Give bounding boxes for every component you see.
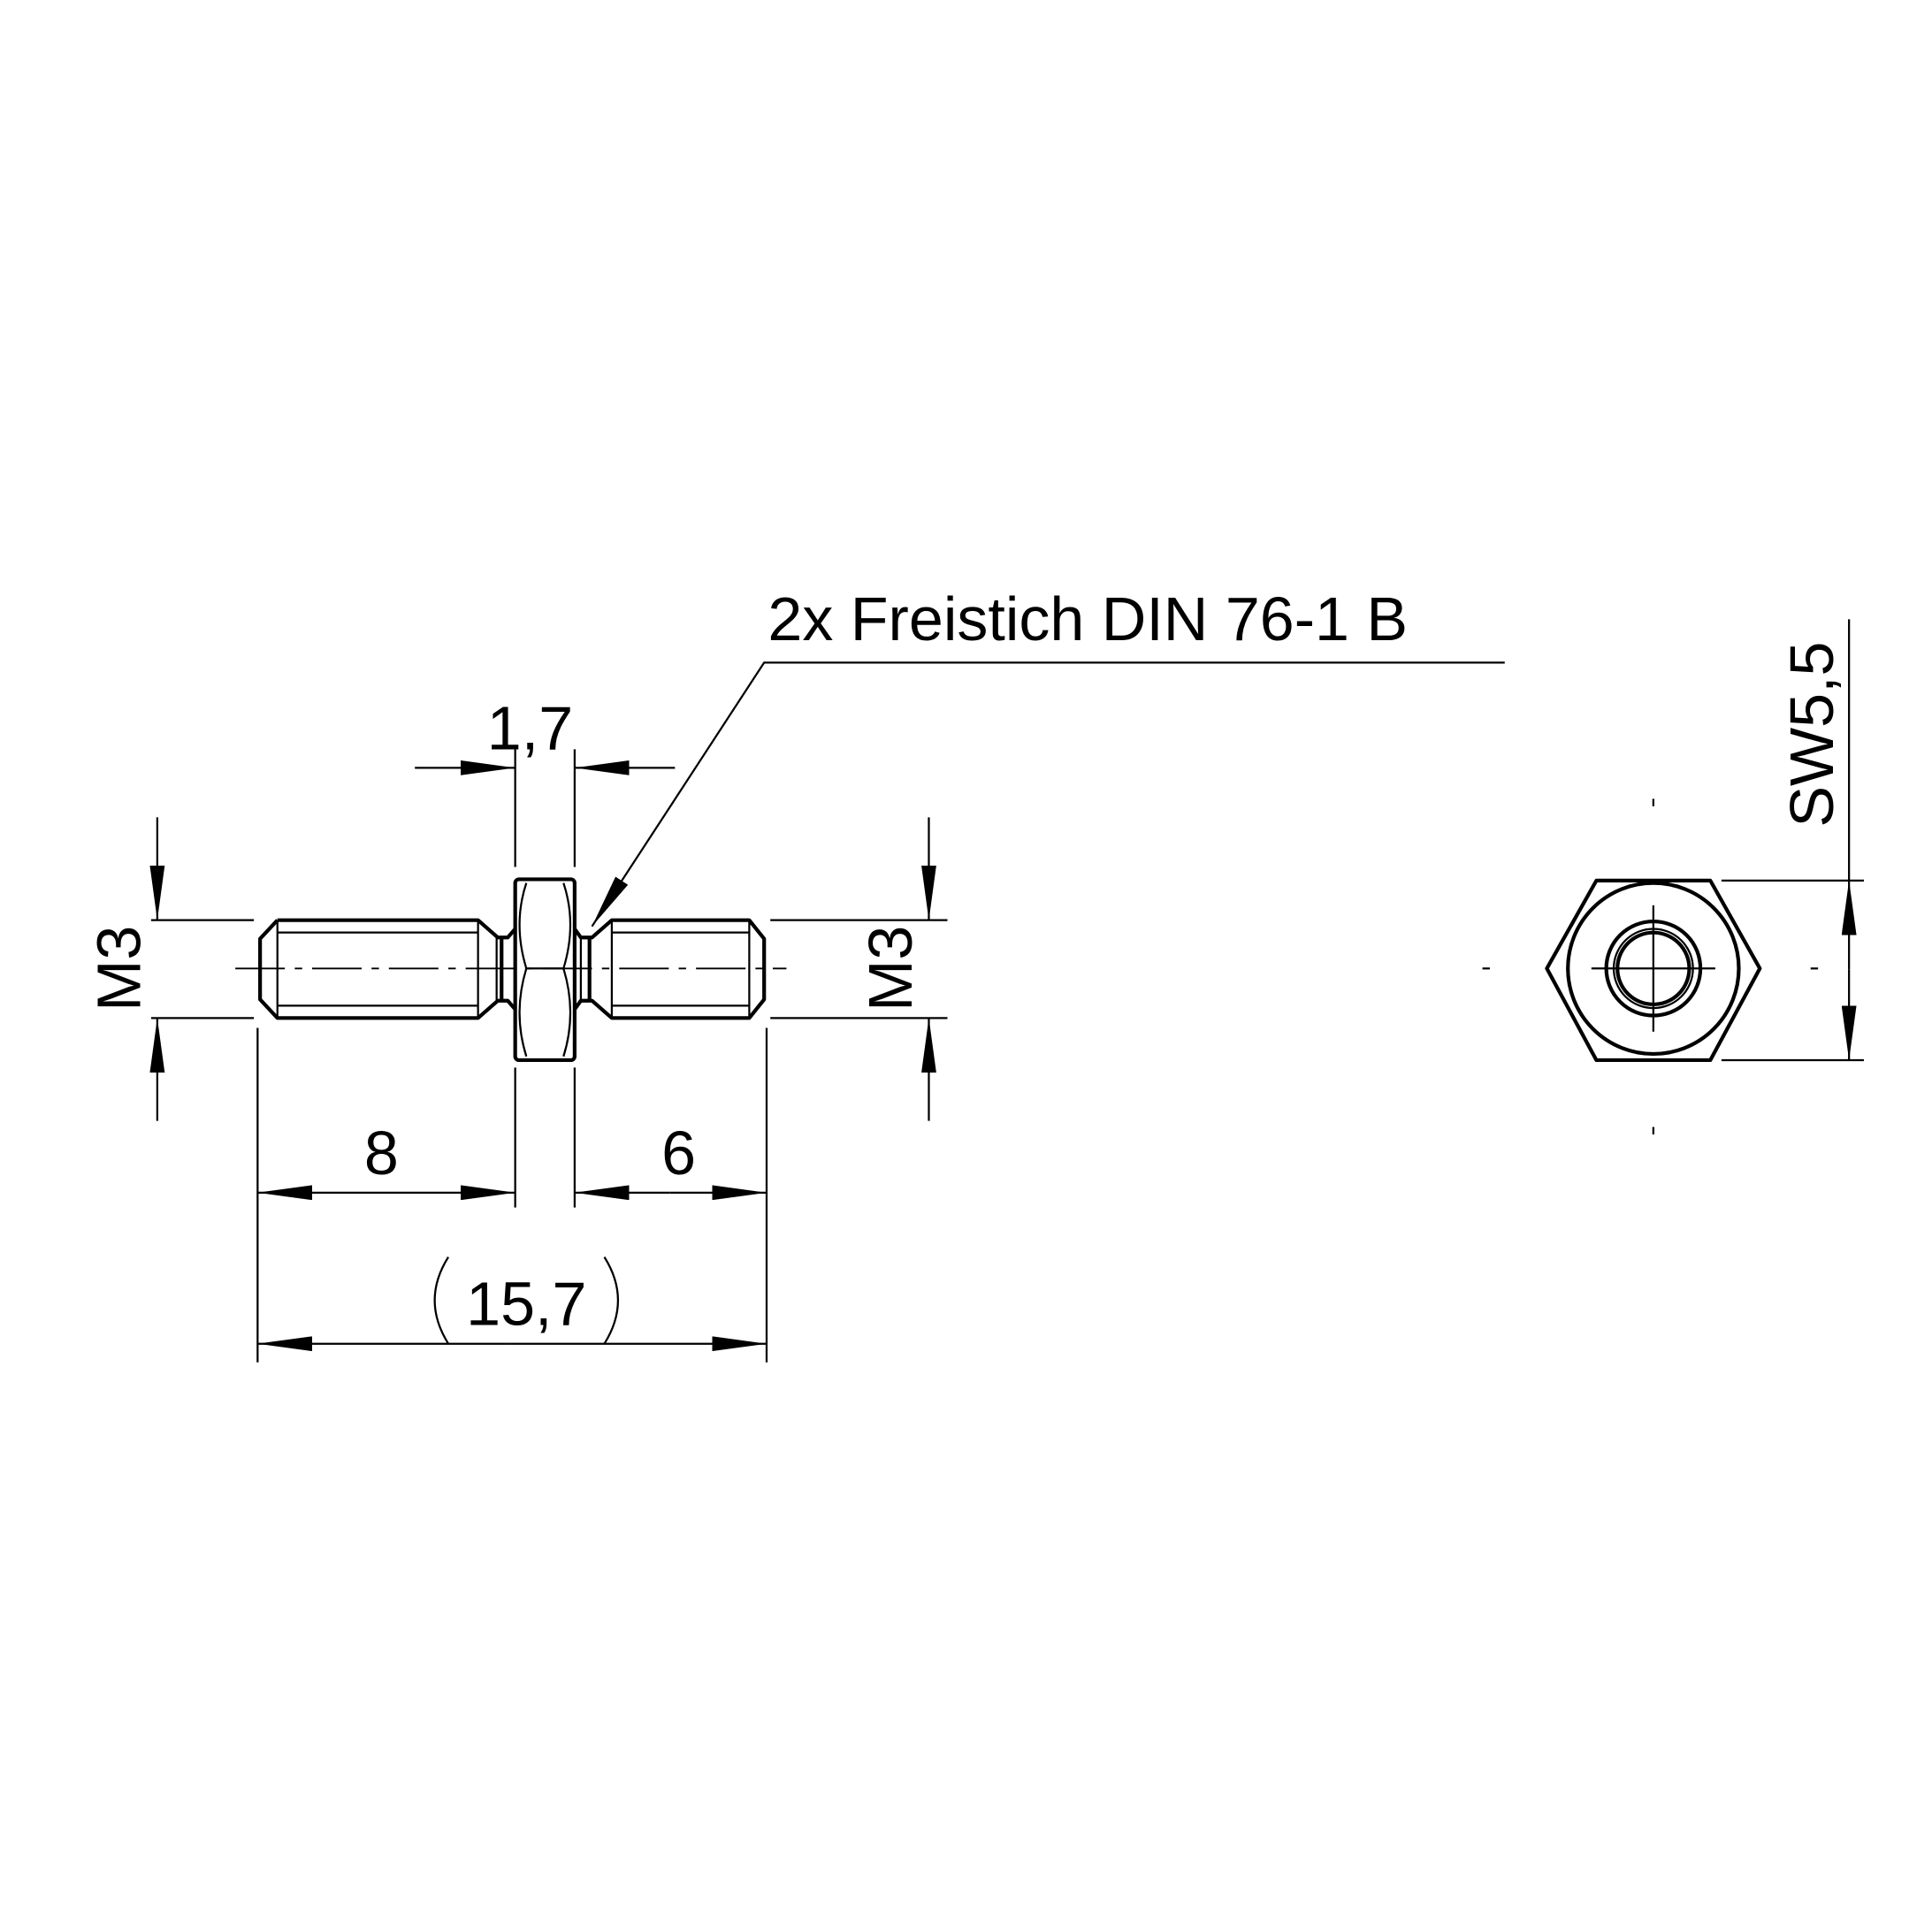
length-right-label: 6 (661, 1119, 696, 1187)
dim-thread-right: M3 (856, 817, 936, 1121)
wrench-size-label: SW5,5 (1777, 642, 1846, 828)
dim-thread-left: M3 (84, 817, 165, 1121)
total-length-label: 15,7 (466, 1270, 586, 1339)
thread-left-label: M3 (84, 926, 153, 1012)
dim-hex-width: 1,7 (415, 693, 676, 775)
end-view (1482, 798, 1819, 1134)
dim-wrench-size: SW5,5 (1721, 619, 1864, 1062)
side-view (235, 877, 787, 1063)
hex-outline (1545, 878, 1762, 1063)
left-thread (258, 918, 517, 1020)
undercut-note-label: 2x Freistich DIN 76-1 B (767, 584, 1408, 653)
thread-right-label: M3 (856, 926, 925, 1012)
hex-collar (513, 877, 577, 1063)
length-left-label: 8 (364, 1119, 399, 1187)
dim-lengths: 8 6 (257, 1119, 767, 1201)
hex-width-label: 1,7 (487, 693, 573, 762)
undercut-note: 2x Freistich DIN 76-1 B (591, 584, 1505, 928)
dim-total-length: 15,7 (257, 1256, 767, 1352)
